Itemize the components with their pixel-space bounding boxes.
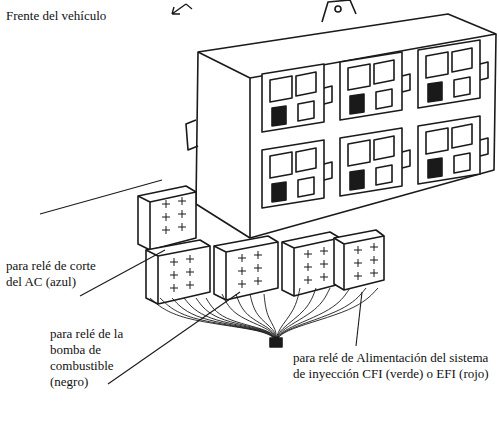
leader-line: [40, 180, 162, 214]
connector-blocks: [138, 186, 384, 304]
housing-edge: [198, 34, 496, 238]
socket-label: para relé de Alimentación del sistema de…: [293, 350, 493, 382]
relay-sockets: [262, 40, 488, 208]
socket-label: para relé de corte del AC (azul): [6, 258, 106, 290]
leader-line: [356, 292, 362, 346]
socket-label: para relé de la bomba de combustible (ne…: [50, 326, 150, 390]
relay-box-housing: [196, 14, 496, 238]
wire-tie: [270, 338, 282, 347]
mounting-bracket: [322, 0, 356, 22]
leader-line: [108, 292, 240, 384]
front-arrow: [172, 4, 186, 14]
side-tab: [186, 120, 198, 150]
wire-bundle: [150, 288, 378, 342]
front-arrow: [186, 4, 192, 9]
orientation-note: Frente del vehículo: [6, 8, 176, 24]
connector-pins: [162, 197, 378, 292]
bracket-hole: [335, 6, 341, 12]
